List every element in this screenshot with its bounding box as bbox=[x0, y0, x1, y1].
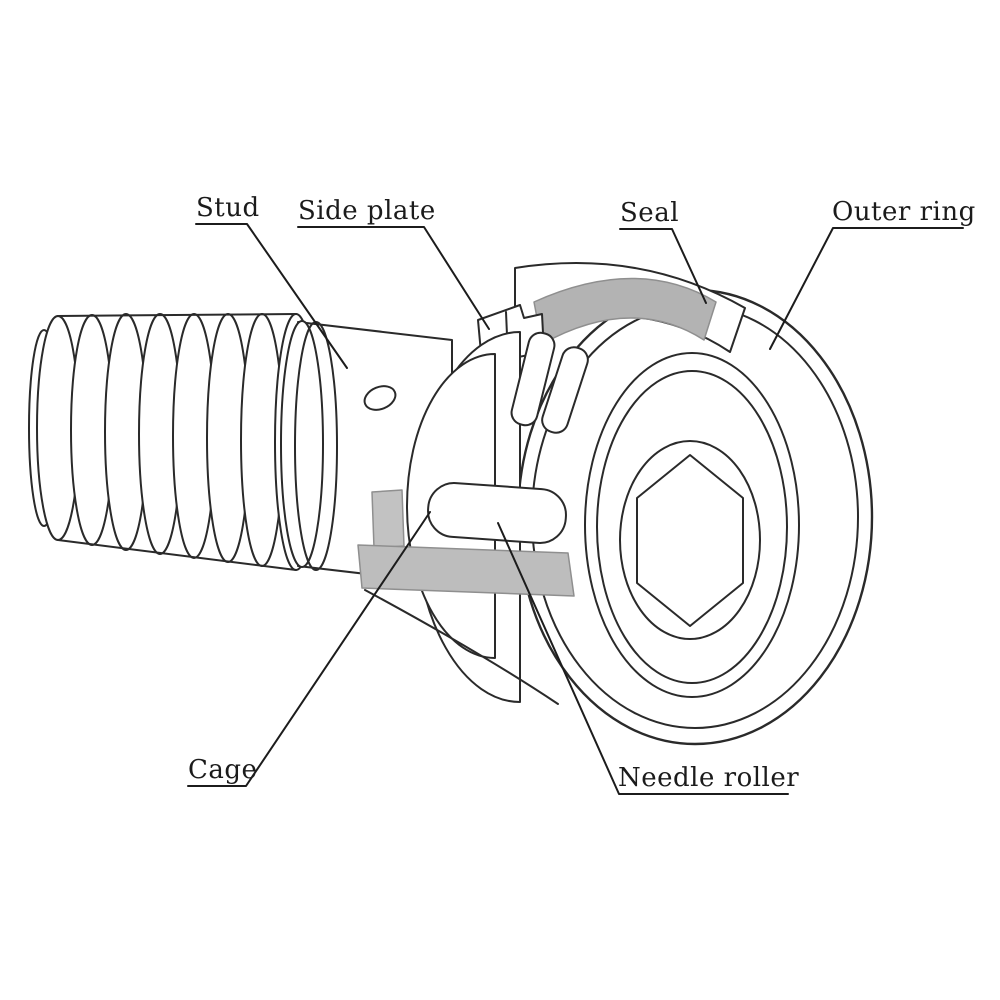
label-seal: Seal bbox=[620, 198, 680, 228]
leader-line-outer-ring bbox=[769, 227, 964, 350]
leader-line-stud bbox=[195, 223, 348, 369]
face-inner-line bbox=[596, 370, 788, 684]
label-outer-ring: Outer ring bbox=[832, 197, 976, 227]
leader-line-side-plate bbox=[297, 226, 490, 330]
thread-bottom-silhouette bbox=[57, 539, 297, 571]
seal-band bbox=[533, 277, 717, 345]
shank-collar-front bbox=[280, 320, 324, 568]
needle-roller-top-1 bbox=[510, 331, 556, 427]
thread-top-silhouette bbox=[57, 313, 297, 317]
bearing-lower-silhouette bbox=[364, 589, 559, 705]
leader-lines bbox=[187, 223, 964, 795]
hex-socket bbox=[636, 454, 744, 627]
bearing-face bbox=[584, 352, 800, 698]
label-stud: Stud bbox=[196, 193, 260, 223]
hex-ring bbox=[619, 440, 761, 640]
leader-line-needle-roller bbox=[497, 522, 789, 795]
label-cage: Cage bbox=[188, 755, 258, 785]
needle-roller-bottom bbox=[427, 482, 567, 544]
leader-line-cage bbox=[187, 511, 431, 787]
label-needle-roller: Needle roller bbox=[618, 763, 800, 793]
cage-band bbox=[357, 544, 575, 597]
leader-line-seal bbox=[619, 228, 707, 304]
label-side-plate: Side plate bbox=[298, 196, 436, 226]
cage-pocket-block bbox=[371, 489, 405, 549]
grease-hole bbox=[363, 385, 397, 411]
stud-threads bbox=[28, 313, 318, 571]
needle-roller-top-2 bbox=[541, 346, 589, 434]
